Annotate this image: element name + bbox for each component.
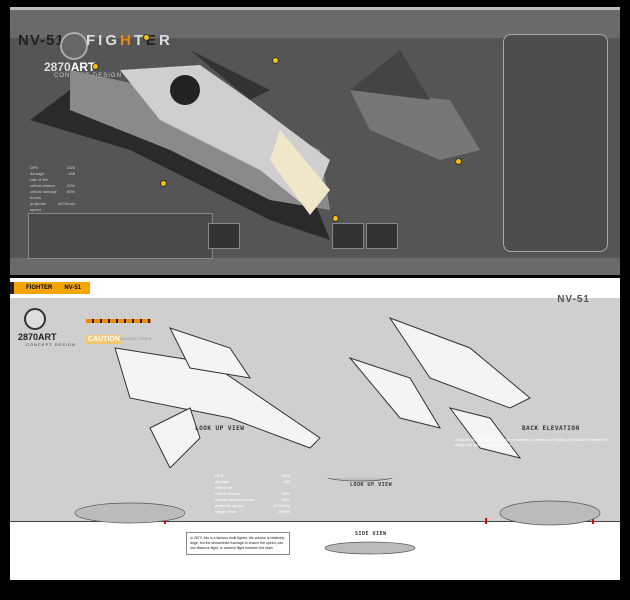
back-elevation-label: BACK ELEVATION bbox=[522, 425, 580, 432]
side-render-thumbnail bbox=[28, 213, 213, 259]
fighter-title: FIGHTER bbox=[86, 32, 173, 49]
description-text: A machine is a combination of work compo… bbox=[455, 438, 608, 447]
model-title: NV-51 bbox=[557, 294, 590, 305]
brand-name: 2870ART bbox=[44, 60, 96, 74]
description-note: In 2870, this is a famous multi fighter,… bbox=[186, 532, 290, 555]
look-up-view-label: LOOK UP VIEW bbox=[350, 482, 393, 488]
callout-marker bbox=[92, 63, 99, 70]
brand-logo-emblem bbox=[24, 308, 46, 330]
dimension-tick bbox=[485, 518, 487, 524]
detail-thumbnail bbox=[332, 223, 364, 249]
callout-marker bbox=[143, 34, 150, 41]
detail-thumbnail bbox=[208, 223, 240, 249]
detail-thumbnail bbox=[366, 223, 398, 249]
fighter-orthographic-views bbox=[74, 478, 601, 555]
brand-subtitle: CONCEPT DESIGN bbox=[26, 342, 76, 347]
caution-sublabel: HAZARD ZONES bbox=[120, 336, 152, 341]
model-title: NV-51 bbox=[18, 32, 65, 49]
ground-line bbox=[10, 521, 620, 522]
callout-marker bbox=[272, 57, 279, 64]
callout-marker bbox=[160, 180, 167, 187]
callout-marker bbox=[332, 215, 339, 222]
brand-logo-emblem bbox=[60, 32, 88, 60]
rendered-sheet: NV-51 FIGHTER 2870ART CONCEPT DESIGN DPS… bbox=[10, 7, 620, 275]
brand-name: 2870ART bbox=[18, 332, 57, 342]
hazard-stripe bbox=[86, 319, 151, 323]
caution-label: CAUTION bbox=[86, 335, 122, 344]
callout-marker bbox=[455, 158, 462, 165]
look-up-view-label: LOOK UP VIEW bbox=[195, 425, 245, 432]
orthographic-views-panel bbox=[503, 34, 608, 252]
dimension-tick bbox=[592, 518, 594, 524]
fighter-line-drawings bbox=[114, 316, 531, 468]
fighter-render bbox=[30, 50, 480, 240]
side-view-label: SIDE VIEW bbox=[355, 531, 387, 537]
